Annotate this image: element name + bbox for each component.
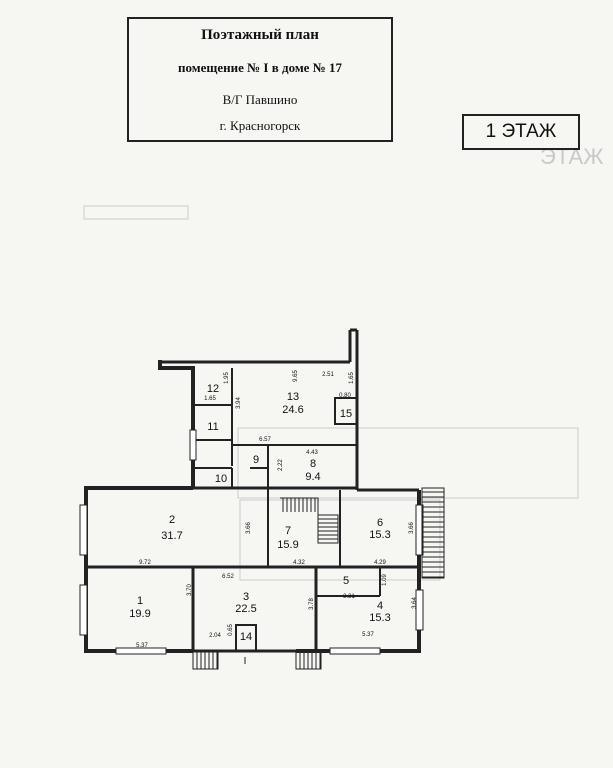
room-8-number: 8: [310, 458, 316, 470]
room-4-area: 15.3: [369, 612, 390, 624]
dim-label: 3.78: [309, 598, 315, 610]
dim-label: 6.52: [222, 574, 234, 580]
room-14-number: 14: [240, 631, 252, 643]
room-6-number: 6: [377, 517, 383, 529]
plan-heading: Поэтажный план: [201, 27, 319, 43]
stairs: [280, 497, 339, 544]
dim-label: 4.32: [293, 560, 305, 566]
floor-label: 1 ЭТАЖ: [462, 114, 580, 150]
dim-label: 3.31: [343, 594, 355, 600]
dim-label: 5.37: [136, 643, 148, 649]
stair-lines: [282, 498, 338, 540]
room-labels: 1 19.9 2 31.7 3 22.5 4 15.3 5 6 15.3 7 1…: [129, 383, 390, 667]
room-2-area: 31.7: [161, 530, 182, 542]
dim-label: 2.04: [209, 633, 221, 639]
dim-label: 2.22: [278, 459, 284, 471]
room-5-number: 5: [343, 575, 349, 587]
city-line: г. Красногорск: [219, 118, 301, 133]
ghost-lines: [83, 205, 579, 581]
dim-label: 3.66: [409, 522, 415, 534]
dim-label: 0.80: [339, 393, 351, 399]
dim-label: 3.66: [246, 522, 252, 534]
dim-label: 9.72: [139, 560, 151, 566]
dim-label: 2.51: [322, 372, 334, 378]
room-13-area: 24.6: [282, 404, 303, 416]
room-1-number: 1: [137, 595, 143, 607]
dim-label: 1.09: [382, 574, 388, 586]
dim-label: 1.65: [349, 372, 355, 384]
locality-line: В/Г Павшино: [222, 92, 298, 107]
dim-label: 9.65: [293, 370, 299, 382]
room-1-area: 19.9: [129, 608, 150, 620]
dim-label: 1.95: [224, 372, 230, 384]
room-3-area: 22.5: [235, 603, 256, 615]
room-7-number: 7: [285, 525, 291, 537]
premises-line: помещение № I в доме № 17: [177, 60, 343, 75]
step-lines: [196, 491, 444, 669]
room-10-number: 10: [215, 473, 227, 485]
title-block: Поэтажный план помещение № I в доме № 17…: [127, 17, 393, 142]
dim-label: 0.65: [228, 624, 234, 636]
room-12-number: 12: [207, 383, 219, 395]
room-13-number: 13: [287, 391, 299, 403]
dim-label: 6.57: [259, 437, 271, 443]
dimension-labels: 1.95 1.65 3.94 9.65 2.51 1.65 0.80 6.57 …: [136, 370, 418, 649]
room-7-area: 15.9: [277, 539, 298, 551]
entrance-marker: I: [244, 656, 247, 667]
dim-label: 3.70: [187, 584, 193, 596]
room-3-number: 3: [243, 591, 249, 603]
room-15-number: 15: [340, 408, 352, 420]
dim-label: 3.64: [412, 597, 418, 609]
dim-label: 5.37: [362, 632, 374, 638]
room-11-number: 11: [207, 421, 218, 433]
room-9-number: 9: [253, 454, 259, 466]
room-6-area: 15.3: [369, 529, 390, 541]
dim-label: 1.65: [204, 396, 216, 402]
dim-label: 3.94: [236, 397, 242, 409]
room-4-number: 4: [377, 600, 383, 612]
windows: [79, 429, 424, 655]
room-8-area: 9.4: [305, 471, 320, 483]
room-2-number: 2: [169, 514, 175, 526]
dim-label: 4.29: [374, 560, 386, 566]
dim-label: 4.43: [306, 450, 318, 456]
